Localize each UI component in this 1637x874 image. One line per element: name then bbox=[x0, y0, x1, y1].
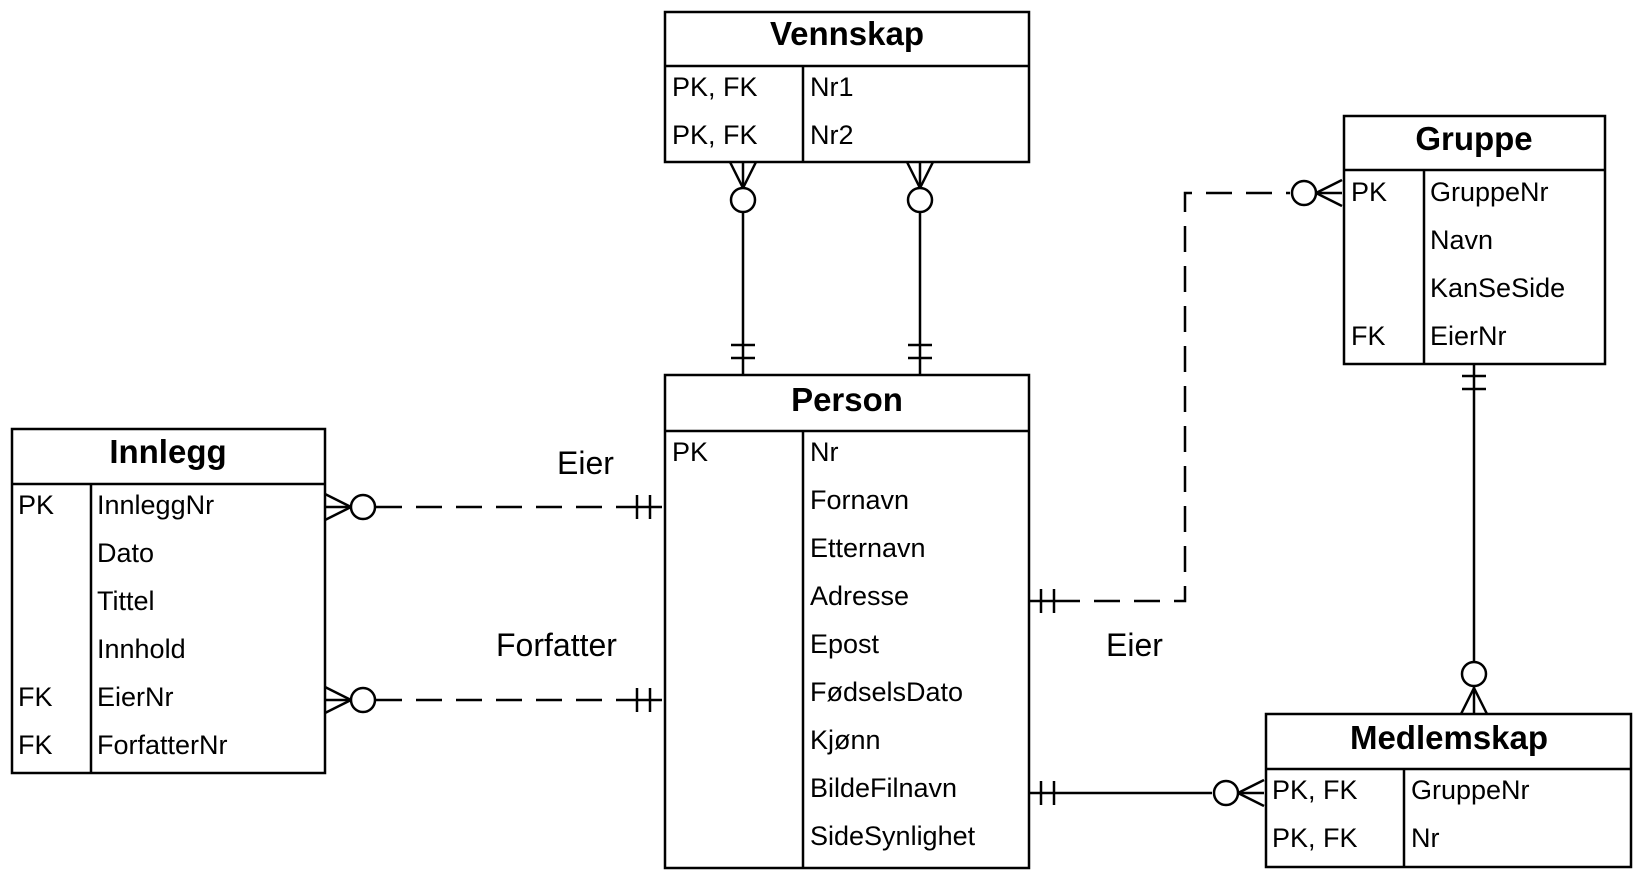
attribute-name: Nr2 bbox=[810, 120, 854, 150]
one-mandatory-icon bbox=[731, 343, 755, 360]
attribute-key: PK, FK bbox=[1272, 775, 1358, 805]
attribute-name: Innhold bbox=[97, 634, 186, 664]
entity-gruppe: Gruppe PK GruppeNr Navn KanSeSide FK Eie… bbox=[1342, 114, 1607, 366]
attribute-name: GruppeNr bbox=[1430, 177, 1549, 207]
entity-title: Medlemskap bbox=[1350, 719, 1548, 756]
crowfoot-zero-many-icon bbox=[1290, 178, 1343, 208]
entity-title: Gruppe bbox=[1415, 120, 1532, 157]
label-innlegg-forfatter: Forfatter bbox=[496, 627, 617, 663]
relationship-vennskap-nr1-person bbox=[728, 161, 758, 375]
attribute-name: Etternavn bbox=[810, 533, 926, 563]
attribute-key: FK bbox=[18, 730, 53, 760]
entity-title: Person bbox=[791, 381, 903, 418]
relationship-vennskap-nr2-person bbox=[905, 161, 935, 375]
attribute-name: FødselsDato bbox=[810, 677, 963, 707]
attribute-name: Fornavn bbox=[810, 485, 909, 515]
attribute-name: Tittel bbox=[97, 586, 155, 616]
attribute-name: ForfatterNr bbox=[97, 730, 228, 760]
attribute-key: PK, FK bbox=[672, 120, 758, 150]
attribute-key: PK, FK bbox=[1272, 823, 1358, 853]
label-innlegg-eier: Eier bbox=[557, 445, 614, 481]
attribute-name: Nr bbox=[1411, 823, 1440, 853]
attribute-name: GruppeNr bbox=[1411, 775, 1530, 805]
crowfoot-zero-many-icon bbox=[324, 685, 377, 715]
one-mandatory-icon bbox=[1462, 374, 1486, 391]
attribute-name: BildeFilnavn bbox=[810, 773, 957, 803]
relationship-gruppe-medlemskap bbox=[1459, 364, 1489, 715]
entity-person: Person PK Nr Fornavn Etternavn Adresse E… bbox=[663, 373, 1031, 870]
relationship-gruppe-eier bbox=[1029, 178, 1343, 613]
crowfoot-zero-many-icon bbox=[324, 492, 377, 522]
attribute-key: PK bbox=[18, 490, 54, 520]
attribute-name: InnleggNr bbox=[97, 490, 214, 520]
attribute-name: SideSynlighet bbox=[810, 821, 976, 851]
one-mandatory-icon bbox=[908, 343, 932, 360]
attribute-name: Adresse bbox=[810, 581, 909, 611]
crowfoot-zero-many-icon bbox=[905, 161, 935, 214]
attribute-name: Nr1 bbox=[810, 72, 854, 102]
entity-title: Innlegg bbox=[109, 433, 226, 470]
one-mandatory-icon bbox=[1039, 781, 1056, 805]
one-mandatory-icon bbox=[635, 688, 652, 712]
entity-innlegg: Innlegg PK InnleggNr Dato Tittel Innhold… bbox=[10, 427, 327, 775]
attribute-key: PK bbox=[672, 437, 708, 467]
attribute-name: Epost bbox=[810, 629, 880, 659]
attribute-key: FK bbox=[1351, 321, 1386, 351]
crowfoot-zero-many-icon bbox=[1459, 660, 1489, 715]
relationship-innlegg-eier bbox=[324, 492, 662, 522]
crowfoot-zero-many-icon bbox=[1212, 778, 1265, 808]
attribute-key: PK bbox=[1351, 177, 1387, 207]
entity-title: Vennskap bbox=[770, 15, 924, 52]
attribute-name: Navn bbox=[1430, 225, 1493, 255]
attribute-name: Dato bbox=[97, 538, 154, 568]
attribute-key: FK bbox=[18, 682, 53, 712]
attribute-name: Nr bbox=[810, 437, 839, 467]
one-mandatory-icon bbox=[1039, 589, 1056, 613]
relationship-person-medlemskap bbox=[1029, 778, 1265, 808]
entity-medlemskap: Medlemskap PK, FK GruppeNr PK, FK Nr bbox=[1264, 712, 1633, 869]
attribute-name: Kjønn bbox=[810, 725, 881, 755]
attribute-name: EierNr bbox=[1430, 321, 1507, 351]
one-mandatory-icon bbox=[635, 495, 652, 519]
crowfoot-zero-many-icon bbox=[728, 161, 758, 214]
relationship-innlegg-forfatter bbox=[324, 685, 662, 715]
attribute-name: KanSeSide bbox=[1430, 273, 1565, 303]
label-gruppe-eier: Eier bbox=[1106, 627, 1163, 663]
entity-vennskap: Vennskap PK, FK Nr1 PK, FK Nr2 bbox=[663, 10, 1031, 164]
attribute-name: EierNr bbox=[97, 682, 174, 712]
attribute-key: PK, FK bbox=[672, 72, 758, 102]
